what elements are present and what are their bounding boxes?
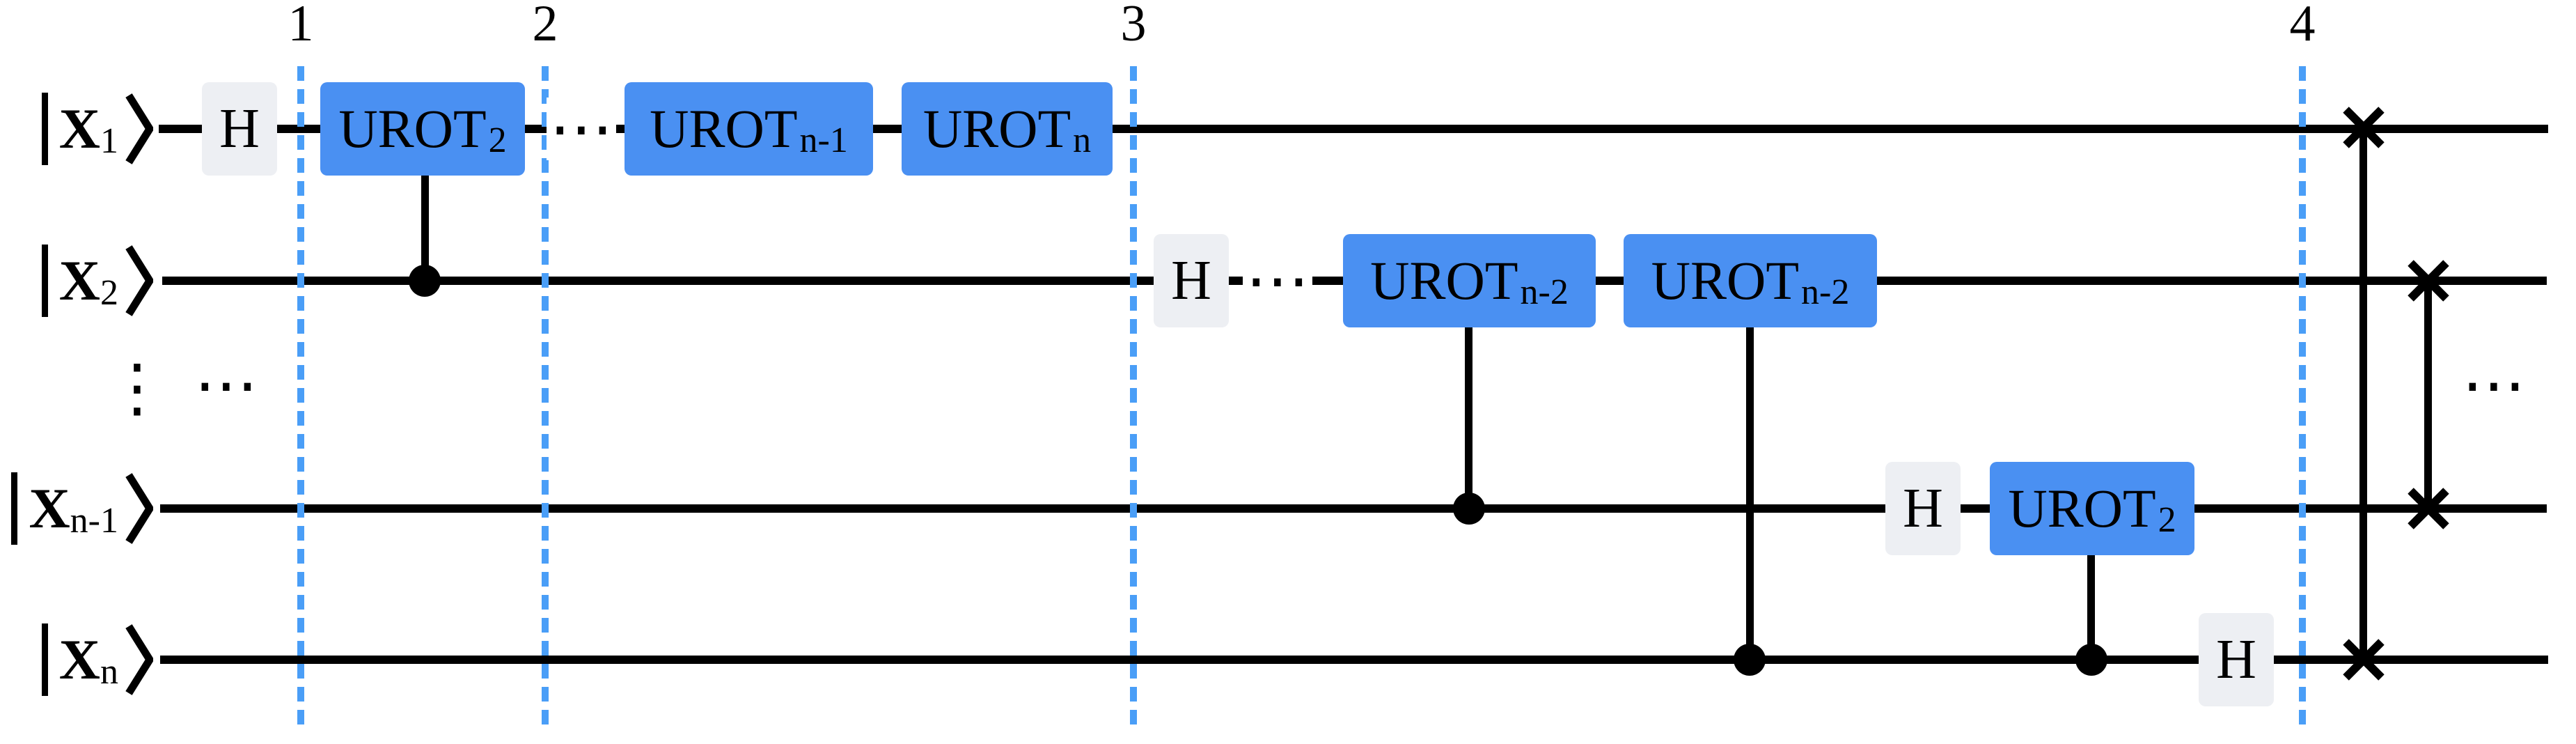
barrier-line-2 [542,66,549,728]
control-dot-x2 [409,265,441,297]
vertical-ellipsis-qubits: ⋮ [105,350,169,425]
swap-cross-xn-1 [2406,486,2451,531]
h-gate-label: H [1903,478,1943,539]
ket-bracket-icon [125,93,153,164]
gate-label: UROT [1370,250,1518,311]
ket-bar-icon [41,623,48,696]
barrier-label-1: 1 [288,0,314,52]
control-dot-xn-1 [1453,493,1485,525]
gate-subscript: n-2 [1520,272,1569,312]
swap-line-x2-xn-1 [2424,281,2432,509]
h-gate-xn-1: H [1885,462,1961,555]
control-dot-xn-b [2075,644,2107,676]
ket-x2: X 2 [6,238,153,324]
wire-xn [160,656,2548,664]
gate-label: UROT [338,98,487,159]
gate-subscript: 2 [488,121,507,160]
ket-base: X [58,249,100,312]
barrier-line-3 [1130,66,1137,728]
barrier-label-3: 3 [1120,0,1147,52]
ket-bar-icon [11,472,18,545]
control-line-urot2-a [421,174,429,282]
ket-bracket-icon [125,624,153,695]
ellipsis-wire-x1: ⋯ [547,97,616,161]
gate-subscript: n-1 [799,121,848,160]
h-gate-label: H [1171,250,1211,311]
barrier-label-2: 2 [532,0,558,52]
ket-bar-icon [41,93,48,165]
gate-subscript: 2 [2158,500,2176,540]
h-gate-xn: H [2199,613,2274,706]
h-gate-label: H [2216,629,2256,690]
swap-cross-xn [2341,637,2386,682]
control-dot-xn-a [1734,644,1766,676]
ket-subscript: 1 [100,121,118,161]
barrier-line-1 [297,66,304,728]
ket-bar-icon [41,245,48,317]
ket-x1: X 1 [6,86,153,172]
h-gate-x1: H [202,82,277,176]
gate-label: UROT [2008,478,2156,538]
ket-subscript: n [100,652,118,692]
h-gate-x2: H [1154,234,1229,327]
ket-base: X [58,628,100,691]
ellipsis-wire-x2: ⋯ [1243,249,1312,313]
gate-label: UROT [650,98,798,159]
ket-bracket-icon [125,473,153,544]
barrier-label-4: 4 [2289,0,2316,52]
ket-subscript: n-1 [70,501,118,541]
control-line-urotn2-b [1746,326,1754,661]
ket-subscript: 2 [100,273,118,313]
barrier-line-4 [2299,66,2306,728]
swap-cross-x2 [2406,258,2451,303]
ket-base: X [29,476,70,540]
h-gate-label: H [219,98,260,160]
ket-xn-1: X n-1 [6,465,153,552]
swap-cross-x1 [2341,105,2386,150]
gate-subscript: n-2 [1801,272,1850,312]
swap-line-x1-xn [2359,127,2367,660]
gate-label: UROT [922,98,1071,159]
ket-xn: X n [6,617,153,703]
ellipsis-left-middle: ⋯ [194,348,258,422]
ket-bracket-icon [125,245,153,316]
ket-base: X [58,97,100,160]
control-line-urotn2-a [1465,326,1472,510]
ellipsis-right-middle: ⋯ [2462,348,2526,422]
control-line-urot2-b [2087,554,2095,661]
gate-label: UROT [1651,250,1799,311]
gate-subscript: n [1073,121,1092,160]
